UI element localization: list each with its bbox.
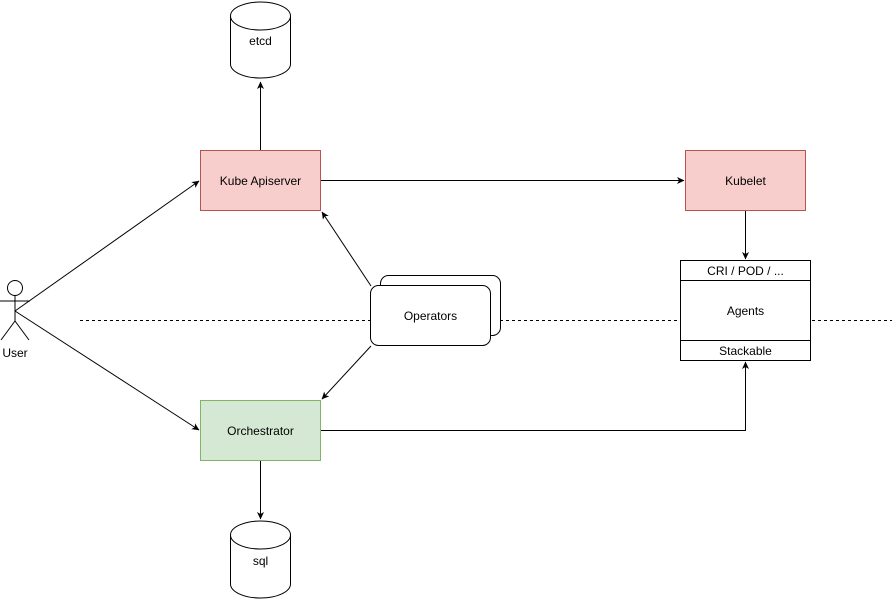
orchestrator-node[interactable]: Orchestrator bbox=[200, 400, 321, 461]
stick-figure-icon bbox=[0, 280, 30, 341]
etcd-label: etcd bbox=[249, 34, 272, 48]
user-actor[interactable] bbox=[0, 280, 30, 341]
edges bbox=[14, 81, 749, 520]
agents-stack-footer: Stackable bbox=[719, 344, 772, 358]
edge-operators-to-orchestrator bbox=[321, 345, 372, 400]
operators-front-card bbox=[370, 285, 491, 346]
agents-stack-frame bbox=[680, 260, 811, 361]
database-icon bbox=[230, 520, 291, 599]
orchestrator-label: Orchestrator bbox=[227, 424, 294, 438]
operators-node[interactable]: Operators bbox=[370, 275, 501, 346]
agents-stack-body: Agents bbox=[727, 304, 764, 318]
edge-user-to-apiserver bbox=[14, 180, 200, 312]
edge-operators-to-apiserver bbox=[321, 211, 372, 287]
sql-label: sql bbox=[253, 554, 268, 568]
edge-user-to-orchestrator bbox=[14, 310, 200, 431]
kube-apiserver-label: Kube Apiserver bbox=[220, 174, 301, 188]
kube-apiserver-node[interactable]: Kube Apiserver bbox=[200, 150, 321, 211]
sql-database[interactable]: sql bbox=[230, 520, 291, 599]
kubelet-node[interactable]: Kubelet bbox=[685, 150, 806, 211]
database-icon bbox=[230, 1, 291, 79]
kubelet-label: Kubelet bbox=[725, 174, 766, 188]
etcd-database[interactable]: etcd bbox=[230, 1, 291, 79]
edge-orchestrator-to-stackable bbox=[320, 361, 749, 431]
user-label: User bbox=[2, 346, 27, 360]
operators-label: Operators bbox=[404, 309, 457, 323]
agents-stack[interactable]: CRI / POD / ... Agents Stackable bbox=[680, 260, 811, 361]
agents-stack-header: CRI / POD / ... bbox=[707, 264, 784, 278]
